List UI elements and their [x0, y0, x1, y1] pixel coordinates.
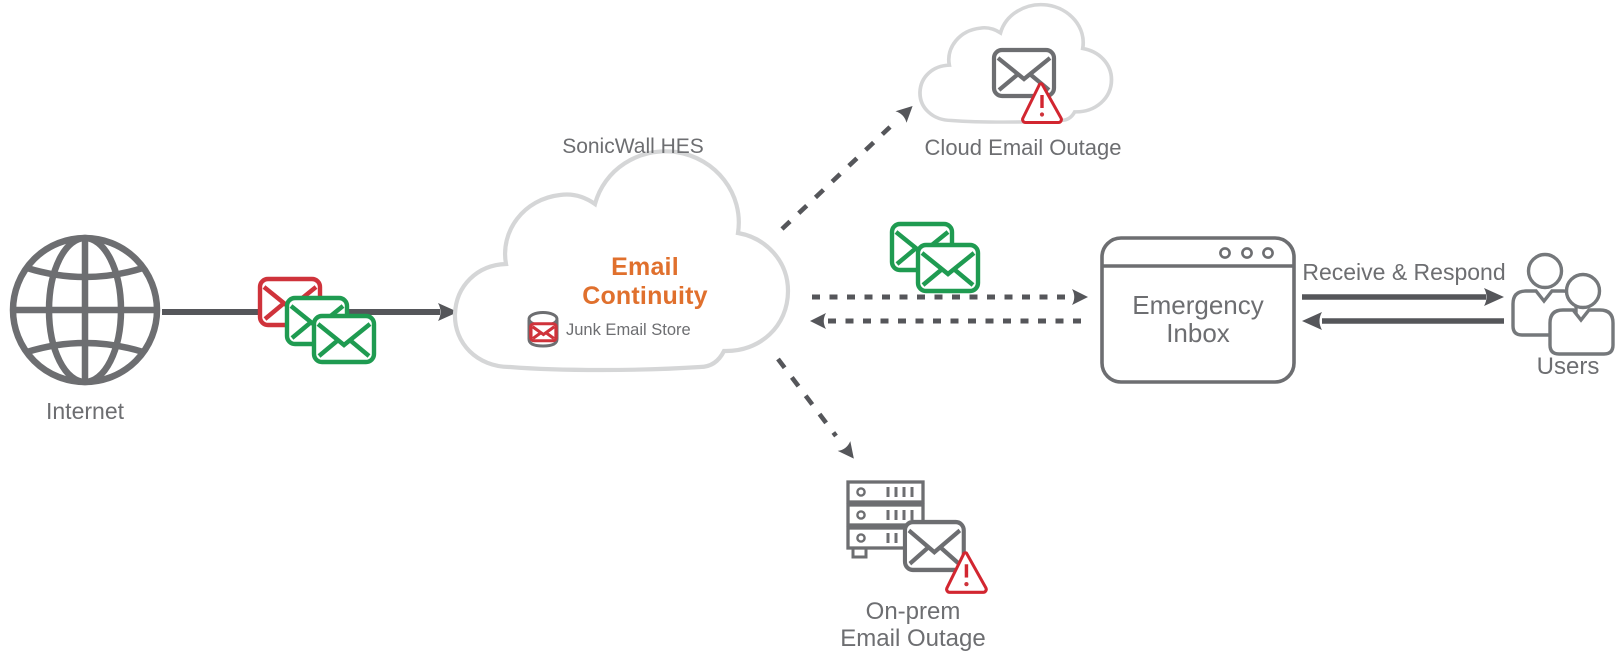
sonicwall-hes-label: SonicWall HES [562, 135, 704, 158]
users-icon [1511, 252, 1615, 356]
cloud-outage-icon [918, 2, 1114, 125]
receive-respond-label: Receive & Respond [1302, 259, 1506, 285]
dashed-arrow-to-onprem-icon [776, 357, 861, 464]
window-dots-icon [1219, 247, 1274, 259]
emergency-inbox-label: Emergency Inbox [1132, 290, 1264, 348]
users-label: Users [1536, 353, 1600, 380]
cloud-email-outage-label: Cloud Email Outage [924, 135, 1122, 160]
emergency-inbox-window-icon [1100, 236, 1296, 384]
onprem-email-outage-label: On-prem Email Outage [840, 598, 986, 652]
internet-label: Internet [46, 398, 124, 424]
junk-email-store-label: Junk Email Store [566, 321, 691, 339]
internet-globe-icon [9, 234, 161, 386]
filtered-mail-envelopes-icon [260, 279, 374, 362]
receive-arrow-icon [1302, 288, 1504, 306]
delivered-mail-envelopes-icon [892, 224, 978, 291]
dashed-arrow-to-inbox-icon [812, 289, 1088, 305]
respond-arrow-icon [1302, 312, 1504, 330]
email-continuity-title: Email Continuity [582, 253, 708, 310]
dashed-arrow-to-cloud-outage-icon [780, 100, 919, 231]
dashed-arrow-from-inbox-icon [810, 313, 1090, 329]
onprem-outage-mail-icon [905, 522, 988, 595]
junk-email-store-icon [527, 311, 559, 348]
